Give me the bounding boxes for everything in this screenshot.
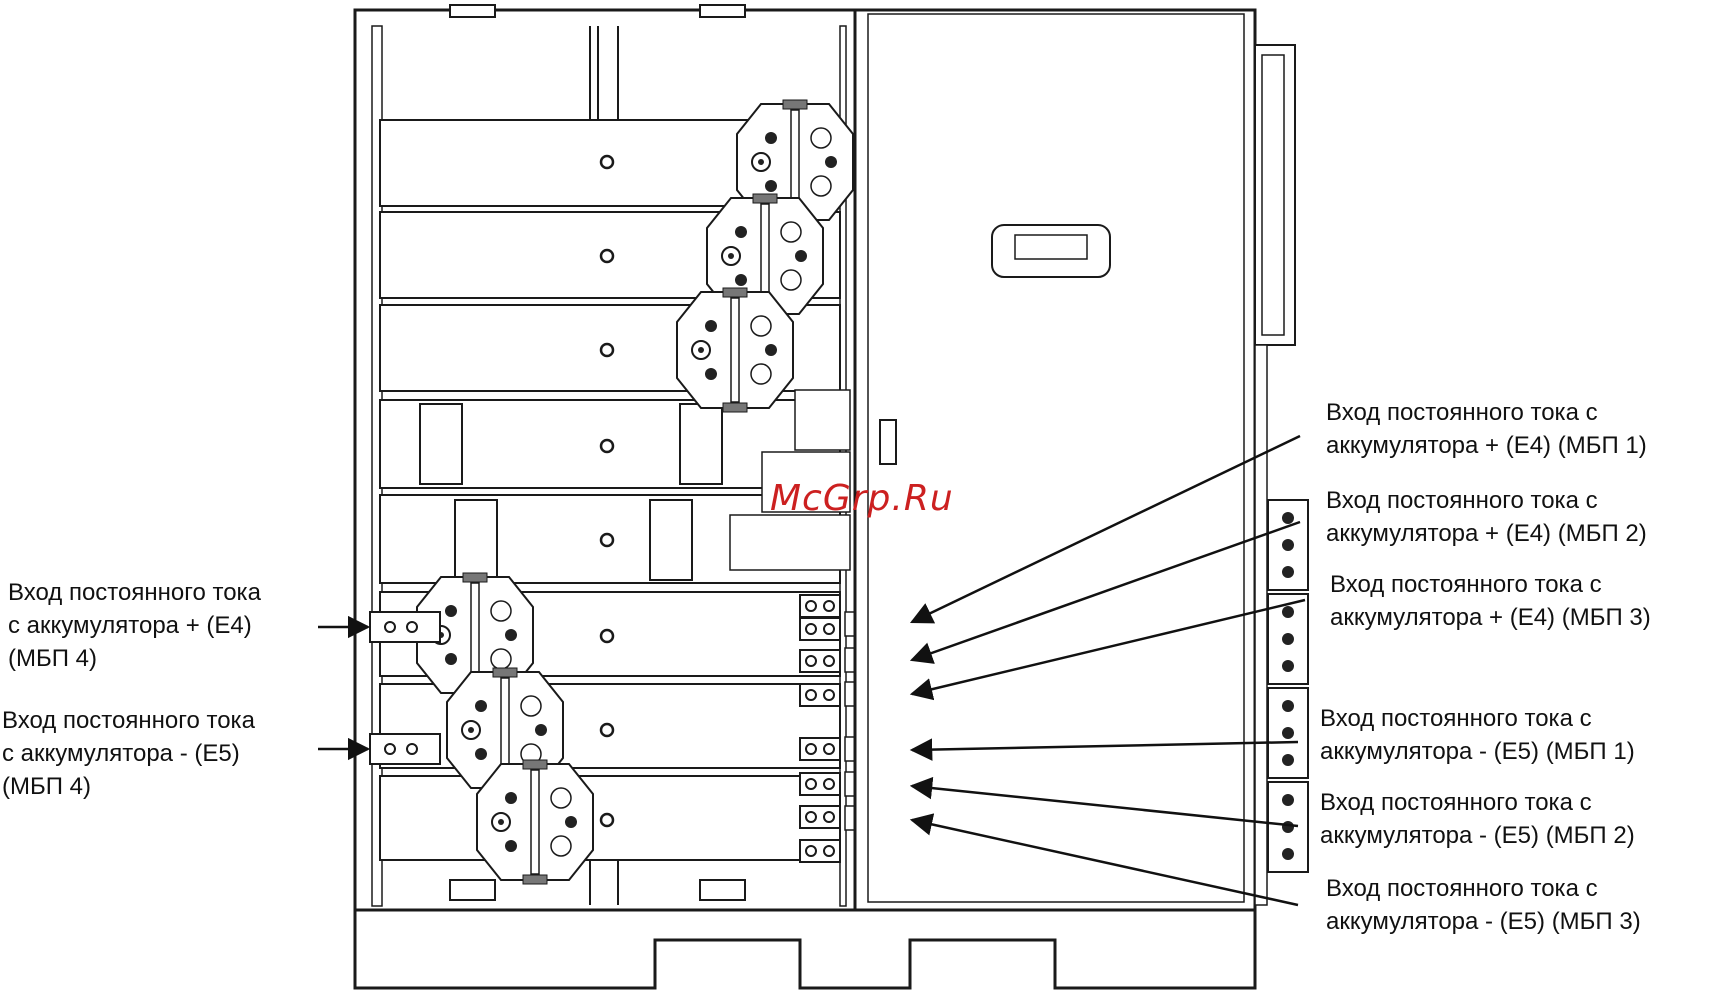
label-line: аккумулятора - (E5) (МБП 3) — [1326, 908, 1641, 935]
label-line: Вход постоянного тока с — [1326, 487, 1598, 514]
label-line: Вход постоянного тока с — [1326, 399, 1598, 426]
watermark: McGrp.Ru — [770, 478, 954, 519]
label-line: аккумулятора + (E4) (МБП 2) — [1326, 520, 1647, 547]
label-line: Вход постоянного тока с — [1320, 705, 1592, 732]
label-line: аккумулятора - (E5) (МБП 2) — [1320, 822, 1635, 849]
label-line: аккумулятора + (E4) (МБП 3) — [1330, 604, 1651, 631]
label-minus-e5-ups2: Вход постоянного тока с аккумулятора - (… — [1320, 786, 1635, 852]
label-line: Вход постоянного тока с — [1320, 789, 1592, 816]
arrow-plus-e4-ups2 — [909, 520, 1301, 664]
side-panel — [1254, 44, 1309, 906]
arrow-minus-e5-ups3 — [909, 813, 1299, 907]
arrow-minus-e5-ups1 — [909, 738, 1299, 761]
arrow-minus-e5-ups2 — [909, 776, 1299, 828]
label-line: Вход постоянного тока — [8, 579, 261, 606]
callout-arrows — [318, 434, 1306, 907]
label-minus-e5-ups4: Вход постоянного тока с аккумулятора - (… — [2, 704, 255, 803]
label-minus-e5-ups1: Вход постоянного тока с аккумулятора - (… — [1320, 702, 1635, 768]
label-line: Вход постоянного тока с — [1330, 571, 1602, 598]
label-line: (МБП 4) — [2, 773, 91, 800]
label-plus-e4-ups4: Вход постоянного тока с аккумулятора + (… — [8, 576, 261, 675]
label-line: с аккумулятора + (E4) — [8, 612, 252, 639]
left-cabinet — [353, 4, 868, 912]
label-line: с аккумулятора - (E5) — [2, 740, 240, 767]
label-line: Вход постоянного тока с — [1326, 875, 1598, 902]
label-plus-e4-ups3: Вход постоянного тока с аккумулятора + (… — [1330, 568, 1651, 634]
arrow-plus-e4-ups3 — [909, 598, 1306, 701]
label-plus-e4-ups1: Вход постоянного тока с аккумулятора + (… — [1326, 396, 1647, 462]
cabinet-base — [353, 908, 1257, 990]
arrow-plus-e4-ups1 — [909, 434, 1301, 624]
label-line: (МБП 4) — [8, 645, 97, 672]
label-minus-e5-ups3: Вход постоянного тока с аккумулятора - (… — [1326, 872, 1641, 938]
label-plus-e4-ups2: Вход постоянного тока с аккумулятора + (… — [1326, 484, 1647, 550]
label-line: аккумулятора - (E5) (МБП 1) — [1320, 738, 1635, 765]
right-door-panel — [853, 8, 1257, 912]
label-line: Вход постоянного тока — [2, 707, 255, 734]
label-line: аккумулятора + (E4) (МБП 1) — [1326, 432, 1647, 459]
